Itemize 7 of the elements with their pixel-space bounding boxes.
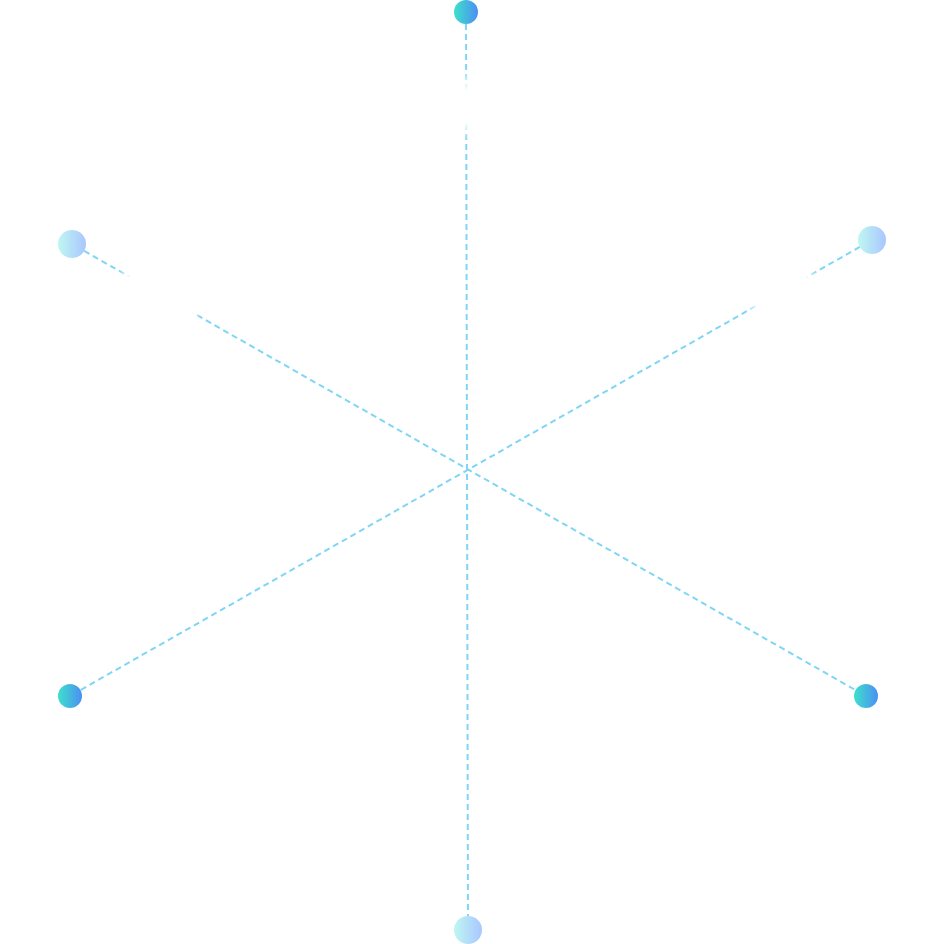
dot-icon xyxy=(58,684,82,708)
dot-icon xyxy=(854,684,878,708)
dot-icon xyxy=(58,230,86,258)
dot-icon xyxy=(454,0,478,24)
dashed-connector xyxy=(465,23,469,917)
dot-icon xyxy=(454,916,482,944)
dot-icon xyxy=(858,226,886,254)
